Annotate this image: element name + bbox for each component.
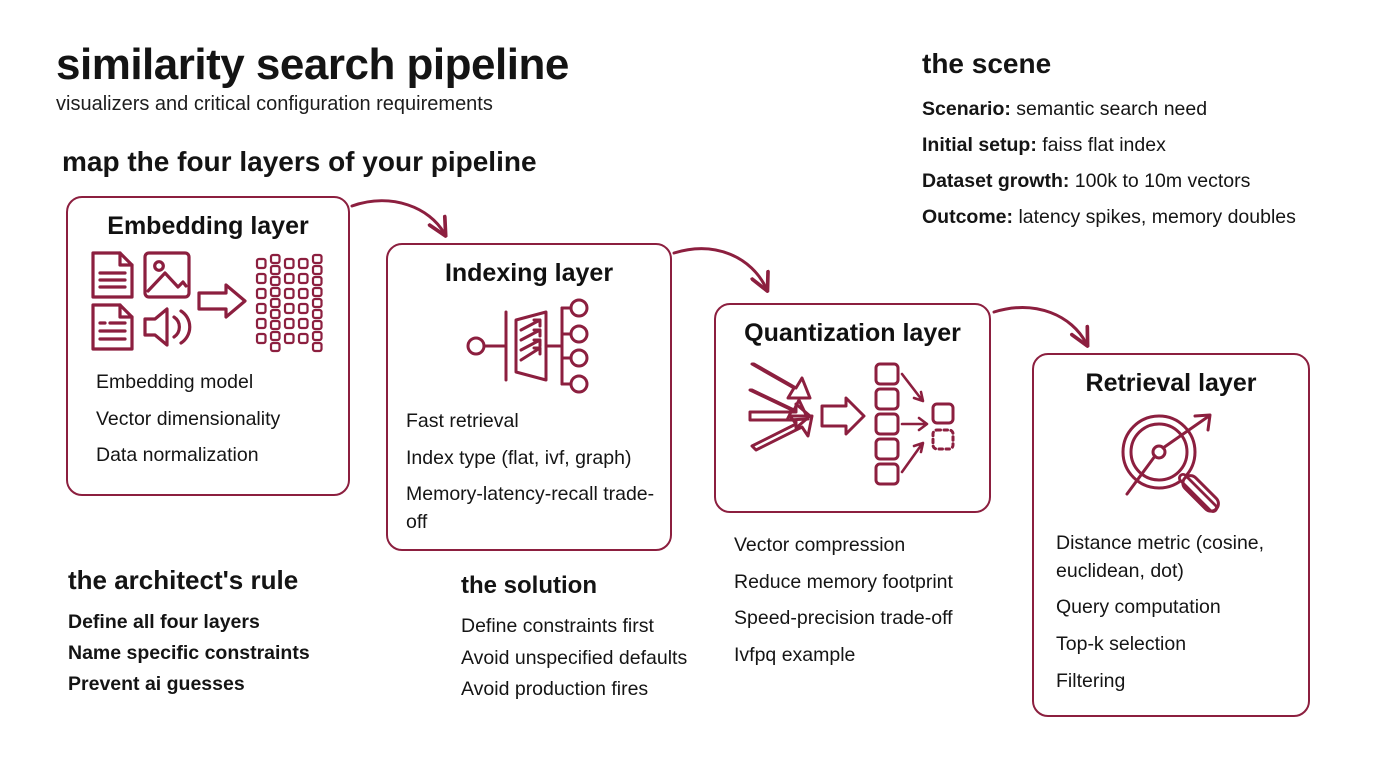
architects-rule-title: the architect's rule [68, 565, 299, 595]
card-item-list: Distance metric (cosine, euclidean, dot)… [1034, 530, 1308, 695]
list-item: Prevent ai guesses [68, 672, 245, 695]
solution-title: the solution [461, 572, 597, 599]
list-item: Vector compression [734, 534, 906, 556]
list-item: Ivfpq example [734, 644, 856, 667]
card-indexing[interactable]: Indexing layer Fast retrieva [386, 243, 672, 551]
card-title: Retrieval layer [1085, 369, 1257, 397]
list-item: Reduce memory footprint [734, 570, 953, 593]
card-title: Indexing layer [444, 259, 614, 287]
index-fanout-icon [388, 298, 670, 394]
section-heading: map the four layers of your pipeline [62, 146, 537, 177]
card-retrieval[interactable]: Retrieval layer Distance metric (cosine,… [1032, 353, 1310, 717]
card-title: Quantization layer [744, 319, 961, 347]
list-item: Vector dimensionality [96, 407, 281, 430]
scene-row: Outcome: latency spikes, memory doubles [922, 200, 1352, 236]
list-item: Define all four layers [68, 611, 260, 633]
curved-arrow-icon [672, 247, 766, 288]
list-item: Data normalization [96, 444, 259, 467]
magnifier-compass-icon [1034, 408, 1308, 516]
documents-image-audio-to-matrix-icon [68, 249, 348, 353]
vector-compression-icon [716, 360, 989, 486]
card-quantization[interactable]: Quantization layer [714, 303, 991, 513]
list-item: Embedding model [96, 371, 254, 393]
scene-row: Initial setup: faiss flat index [922, 128, 1352, 164]
card-embedding[interactable]: Embedding layer [66, 196, 350, 496]
list-item: Filtering [1056, 669, 1126, 692]
card-item-list: Fast retrieval Index type (flat, ivf, gr… [388, 408, 670, 537]
scene-title: the scene [922, 48, 1052, 79]
scene-row-value: 100k to 10m vectors [1074, 169, 1251, 192]
list-item: Avoid unspecified defaults [461, 646, 688, 669]
page-subtitle: visualizers and critical configuration r… [56, 93, 493, 115]
scene-row-label: Initial setup: [922, 133, 1037, 156]
list-item: Define constraints first [461, 615, 654, 637]
curved-arrow-icon [992, 306, 1086, 343]
scene-row-value: latency spikes, memory doubles [1018, 205, 1296, 228]
scene-row-label: Scenario: [922, 98, 1011, 120]
quantization-item-list: Vector compression Reduce memory footpri… [734, 532, 1004, 679]
list-item: Fast retrieval [406, 410, 519, 432]
list-item: Top-k selection [1056, 633, 1187, 656]
scene-row-value: faiss flat index [1042, 133, 1166, 156]
list-item: Name specific constraints [68, 641, 310, 664]
list-item: Avoid production fires [461, 678, 649, 701]
solution-block: the solution Define constraints first Av… [461, 572, 731, 706]
scene-panel: the scene Scenario: semantic search need… [922, 48, 1352, 236]
scene-row-value: semantic search need [1016, 98, 1208, 120]
architects-rule-block: the architect's rule Define all four lay… [68, 565, 398, 699]
list-item: Distance metric (cosine, euclidean, dot) [1056, 532, 1265, 582]
scene-row-label: Dataset growth: [922, 169, 1070, 192]
scene-row-label: Outcome: [922, 205, 1014, 228]
list-item: Index type (flat, ivf, graph) [406, 446, 632, 469]
list-item: Query computation [1056, 596, 1221, 619]
list-item: Speed-precision trade-off [734, 607, 953, 630]
curved-arrow-icon [350, 199, 444, 233]
page-title: similarity search pipeline [56, 40, 569, 89]
card-title: Embedding layer [107, 212, 309, 240]
scene-row: Scenario: semantic search need [922, 92, 1352, 128]
card-item-list: Embedding model Vector dimensionality Da… [68, 369, 348, 470]
scene-row: Dataset growth: 100k to 10m vectors [922, 164, 1352, 200]
list-item: Memory-latency-recall trade-off [406, 483, 655, 534]
